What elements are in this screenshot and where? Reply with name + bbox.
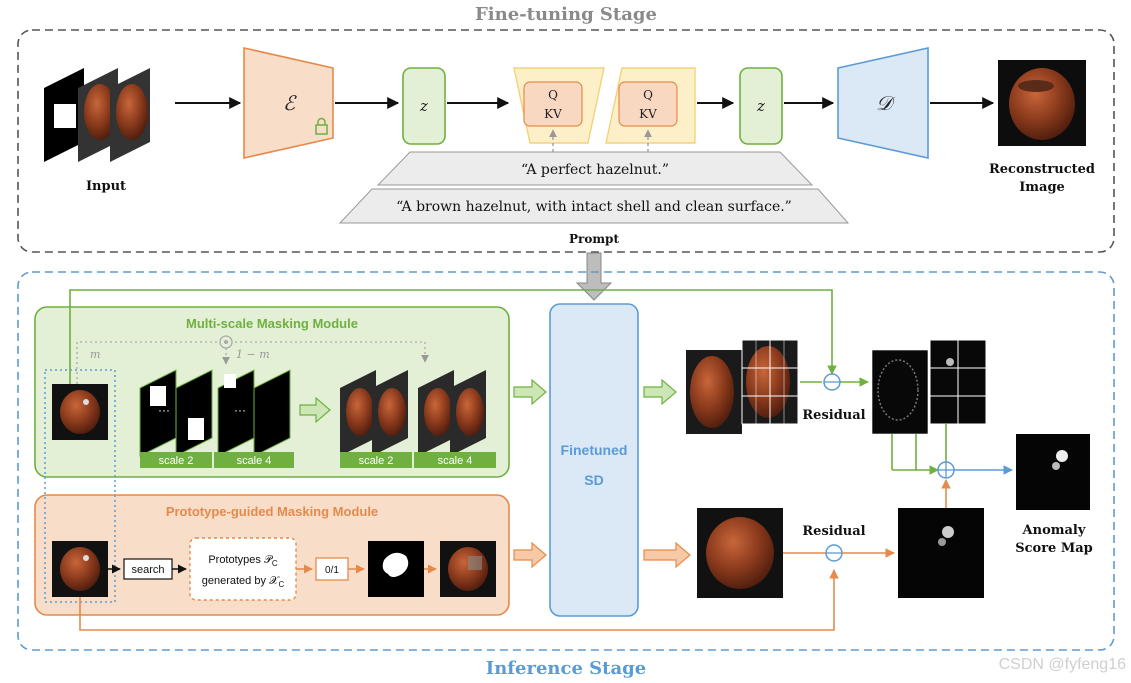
encoder-symbol: ℰ — [283, 91, 297, 115]
orange-arrow-from-sd — [643, 541, 691, 569]
attn-q-left: Q — [548, 88, 558, 102]
scale4-label-box-left — [214, 452, 294, 468]
prototype-title: Prototype-guided Masking Module — [166, 504, 378, 519]
masks-scale2: ··· — [139, 369, 213, 457]
prompt-text-1: “A perfect hazelnut.” — [521, 162, 669, 178]
fine-tuning-frame — [17, 29, 1115, 253]
finetuned-sd-block — [549, 303, 639, 617]
watermark: CSDN @fyfeng16 — [999, 656, 1127, 673]
reconstructed-multiscale — [686, 339, 799, 434]
green-arrow-to-sd — [513, 378, 547, 406]
anomaly-score-map — [1016, 434, 1090, 510]
mask-m-connector — [76, 341, 429, 384]
green-skip-connection — [69, 289, 837, 384]
prompt-box-2 — [338, 188, 850, 224]
attn-q-right: Q — [643, 88, 653, 102]
scale4-label-left: scale 4 — [237, 455, 272, 467]
multi-scale-title: Multi-scale Masking Module — [186, 316, 358, 331]
lock-icon — [315, 117, 328, 135]
scale4-label-box-right — [414, 452, 496, 468]
binary-label: 0/1 — [325, 565, 339, 576]
sd-label-line1: Finetuned — [561, 442, 628, 458]
scale2-label-right: scale 2 — [359, 455, 394, 467]
prototype-mask-image — [368, 541, 424, 597]
inference-frame — [17, 271, 1115, 651]
prototype-masked-image — [440, 541, 496, 597]
green-arrow-from-sd — [643, 378, 677, 406]
search-label: search — [131, 564, 164, 576]
prompt-box-1 — [376, 151, 814, 186]
input-label: Input — [86, 179, 126, 194]
orange-arrow-to-sd — [513, 541, 547, 569]
inference-input-top — [52, 384, 108, 440]
attn-kv-left: KV — [544, 107, 562, 121]
latent-symbol-right: z — [756, 97, 765, 115]
fine-tuning-title: Fine-tuning Stage — [475, 4, 657, 25]
masked-images-scale4 — [418, 370, 486, 456]
cross-attn-box-left — [523, 81, 583, 127]
decoder-symbol: 𝒟 — [876, 91, 896, 115]
reconstructed-image — [998, 60, 1086, 146]
multiply-dot — [224, 340, 228, 344]
svg-text:···: ··· — [234, 403, 246, 417]
anomaly-label-line2: Score Map — [1015, 541, 1093, 556]
latent-box-right — [739, 67, 783, 145]
one-minus-m-label: 1 − m — [236, 348, 270, 361]
scale2-label-left: scale 2 — [159, 455, 194, 467]
prototypes-text-line1: Prototypes 𝒫C — [208, 554, 278, 568]
orange-skip-connection — [79, 569, 839, 631]
anomaly-label-line1: Anomaly — [1022, 523, 1086, 538]
prototypes-text-line2: generated by 𝒳C — [202, 575, 285, 589]
residual-map-prototype — [898, 508, 984, 598]
masked-images-scale2 — [340, 370, 408, 456]
m-label: m — [90, 348, 100, 361]
decoder-block — [837, 47, 929, 159]
prompt-label: Prompt — [569, 232, 619, 246]
inference-title: Inference Stage — [486, 658, 646, 679]
prototypes-box — [189, 537, 297, 601]
scale2-label-box-right — [340, 452, 412, 468]
reconstructed-label-line1: Reconstructed — [989, 162, 1095, 177]
reconstructed-label-line2: Image — [1019, 180, 1065, 195]
scale2-label-box-left — [140, 452, 212, 468]
inference-input-bottom — [52, 541, 108, 597]
residual-label-bottom: Residual — [802, 524, 865, 539]
svg-text:···: ··· — [158, 403, 170, 417]
input-image-stack — [44, 68, 150, 162]
stage-transition-arrow — [575, 252, 613, 301]
sd-label-line2: SD — [584, 472, 603, 488]
attn-kv-right: KV — [639, 107, 657, 121]
masks-scale4: ··· — [217, 369, 291, 457]
encoder-block — [243, 47, 334, 159]
latent-symbol-left: z — [419, 97, 428, 115]
cross-attn-box-right — [618, 81, 678, 127]
prompt-text-2: “A brown hazelnut, with intact shell and… — [396, 199, 792, 215]
scale4-label-right: scale 4 — [438, 455, 473, 467]
residual-maps-multiscale — [871, 339, 987, 435]
green-arrow-masks — [299, 396, 331, 424]
latent-box-left — [402, 67, 446, 145]
residual-label-top: Residual — [802, 408, 865, 423]
reconstructed-prototype — [697, 508, 783, 598]
